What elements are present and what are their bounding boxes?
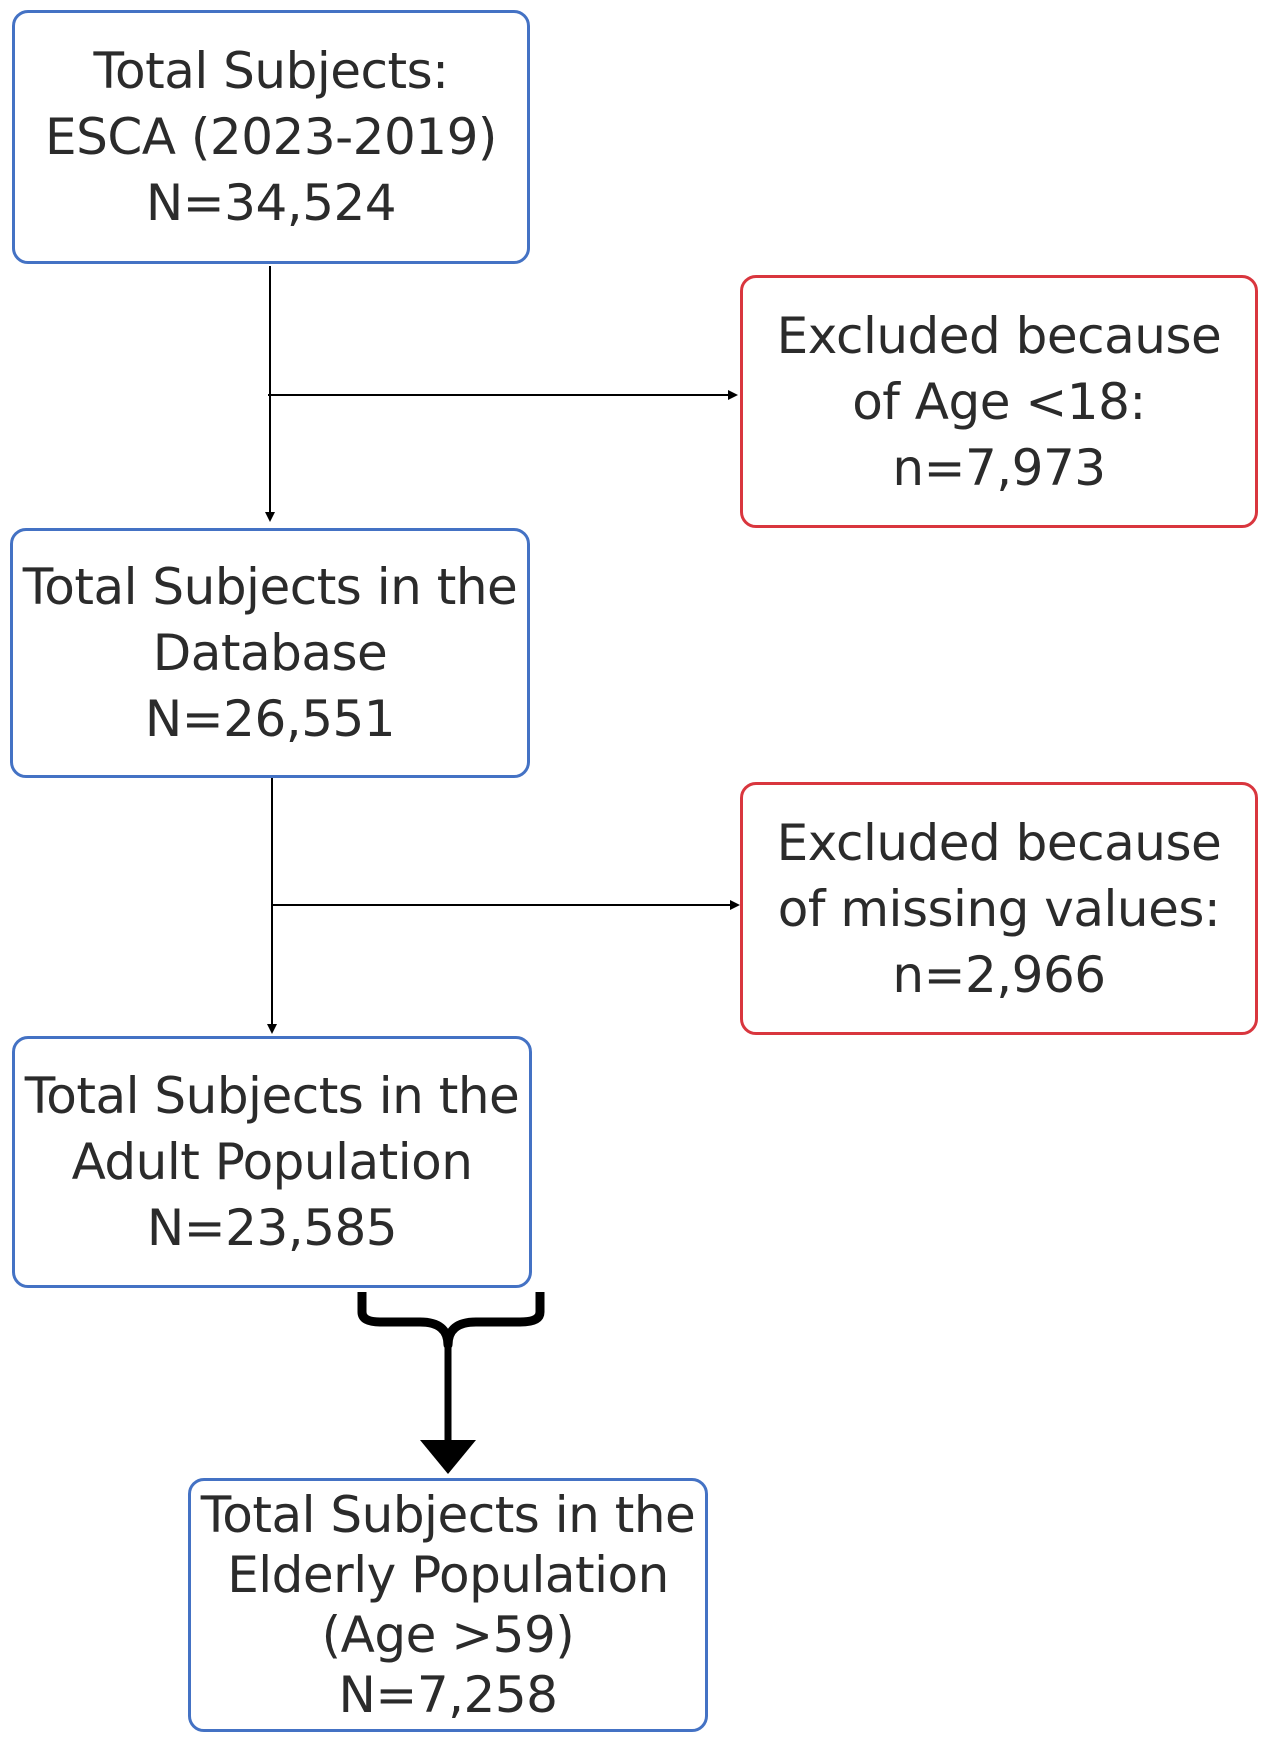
elderly-line3: (Age >59): [321, 1606, 575, 1664]
curly-brace: [357, 1292, 545, 1350]
box-excluded-age: Excluded because of Age <18: n=7,973: [740, 275, 1258, 528]
excluded-missing-line1: Excluded because: [776, 813, 1222, 872]
adult-line1: Total Subjects in the: [24, 1067, 520, 1125]
total-line2: ESCA (2023-2019): [45, 108, 497, 166]
box-database: Total Subjects in the Database N=26,551: [10, 528, 530, 778]
box-excluded-missing: Excluded because of missing values: n=2,…: [740, 782, 1258, 1035]
total-line3: N=34,524: [145, 174, 397, 232]
database-line1: Total Subjects in the: [22, 558, 518, 616]
box-total-subjects: Total Subjects: ESCA (2023-2019) N=34,52…: [12, 10, 530, 264]
excluded-missing-line2: of missing values:: [777, 879, 1221, 938]
database-line3: N=26,551: [144, 690, 396, 748]
elderly-line4: N=7,258: [338, 1666, 558, 1724]
adult-line3: N=23,585: [146, 1199, 398, 1257]
excluded-age-line2: of Age <18:: [852, 372, 1146, 431]
box-elderly-population: Total Subjects in the Elderly Population…: [188, 1478, 708, 1732]
excluded-age-line3: n=7,973: [892, 438, 1106, 497]
elderly-line1: Total Subjects in the: [200, 1486, 696, 1544]
elderly-line2: Elderly Population: [227, 1546, 669, 1604]
database-line2: Database: [152, 624, 388, 682]
total-line1: Total Subjects:: [93, 42, 449, 100]
arrow-adult-to-elderly-head: [420, 1440, 476, 1474]
excluded-age-line1: Excluded because: [776, 306, 1222, 365]
box-adult-population: Total Subjects in the Adult Population N…: [12, 1036, 532, 1288]
adult-line2: Adult Population: [71, 1133, 473, 1191]
excluded-missing-line3: n=2,966: [892, 945, 1106, 1004]
